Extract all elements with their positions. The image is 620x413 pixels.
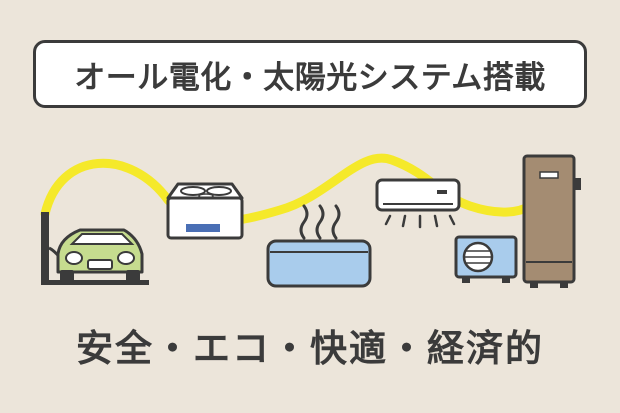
power-wire <box>40 153 535 226</box>
ih-cooktop-icon <box>166 182 244 240</box>
bathtub-icon <box>266 204 372 288</box>
water-heater-icon <box>522 154 581 288</box>
title-box: オール電化・太陽光システム搭載 <box>33 40 587 108</box>
title-text: オール電化・太陽光システム搭載 <box>74 59 546 96</box>
electric-car-icon <box>41 212 149 285</box>
tagline: 安全・エコ・快適・経済的 <box>76 327 544 370</box>
outdoor-unit-icon <box>454 235 518 283</box>
air-conditioner-icon <box>375 178 461 229</box>
